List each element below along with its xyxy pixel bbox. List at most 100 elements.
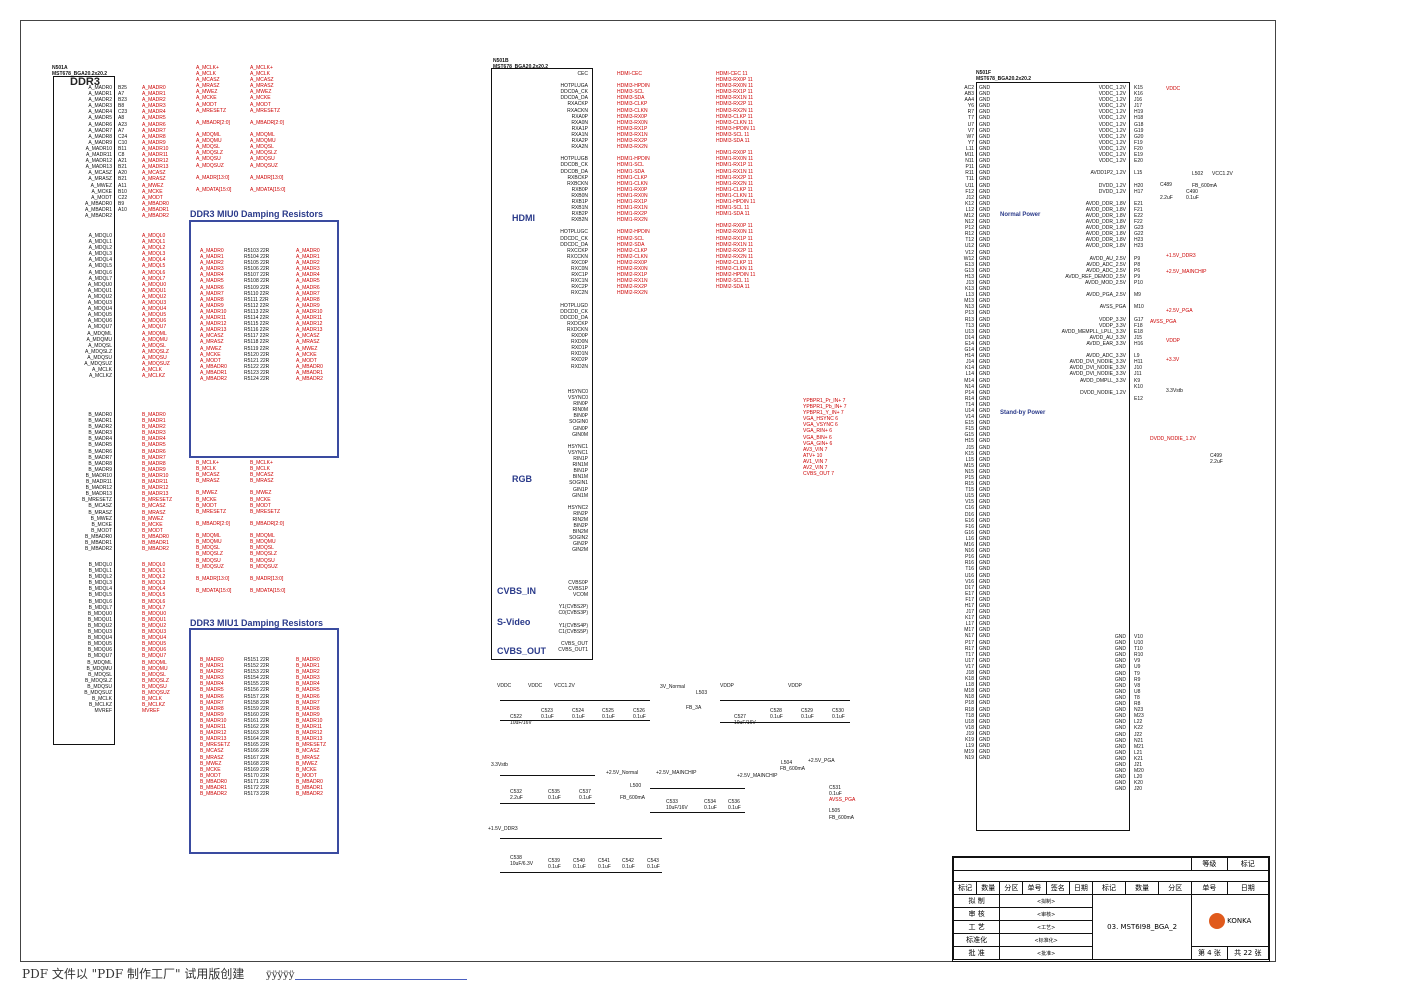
net-label: A_MADR8: [142, 133, 166, 140]
pin-label: SOGIN0: [569, 419, 588, 426]
section-hdmi: HDMI: [512, 213, 535, 223]
gnd-pin: GND: [979, 371, 991, 378]
ball-label: B25: [118, 85, 127, 91]
net-label: A_MBADR2: [296, 375, 323, 382]
ball-label: L14: [965, 371, 974, 378]
net-label: B_MDQMU: [250, 539, 276, 546]
net-label: A_MADR7: [296, 290, 320, 297]
ball-label: H17: [964, 602, 974, 609]
gnd-pin: GND: [979, 700, 991, 707]
pin-label: A_MADR8: [88, 133, 112, 140]
pin-label: RXACKP: [567, 101, 588, 108]
net-label: B_MADR11: [200, 724, 227, 731]
gnd-pin: GND: [979, 231, 991, 238]
cap-c536: C536: [728, 799, 740, 805]
decap-vddc2-label: VDDC: [528, 683, 543, 689]
net-label: A_MADR9: [200, 302, 224, 309]
net-label: B_MDQU4: [142, 635, 167, 642]
pin-label: DDCDB_DA: [560, 168, 588, 175]
ball-label: G16: [964, 529, 974, 536]
pin-label: BIN1M: [572, 474, 588, 481]
gnd-pin: GND: [979, 164, 991, 171]
ball-label: M11: [964, 152, 974, 159]
net-label: B_MADR3: [296, 675, 320, 682]
net-label: A_MCLK: [196, 71, 217, 78]
resistor-label: R5152 22R: [244, 663, 270, 670]
pin-label: VDDC_1.2V: [1098, 127, 1126, 134]
net-label: A_MDQU4: [142, 306, 167, 313]
net-label: B_MDQML: [250, 533, 275, 540]
ball-label: V17: [965, 663, 974, 670]
net-label: HDMI1-SCL 11: [716, 205, 750, 212]
net-label: B_MADR4: [142, 436, 166, 443]
ball-label: H16: [1134, 340, 1144, 347]
pin-label: A_MADR0: [88, 85, 112, 91]
net-label: A_MADR4: [142, 109, 166, 116]
resistor-label: R5109 22R: [244, 284, 270, 291]
gnd-pin: GND: [979, 359, 991, 366]
pin-label: C0(CVBS3P): [558, 610, 588, 617]
resistor-label: R5120 22R: [244, 351, 270, 358]
pin-label: RIN1M: [572, 462, 588, 469]
pin-label: VDDP_3.3V: [1099, 322, 1126, 329]
pin-label: VDDC_1.2V: [1098, 109, 1126, 116]
net-label: A_MADR5: [142, 115, 166, 122]
gnd-pin: GND: [1114, 652, 1126, 659]
ball-label: G17: [1134, 316, 1144, 323]
gnd-pin: GND: [979, 255, 991, 262]
net-label: B_MDQU3: [142, 629, 167, 636]
net-label: A_MODT: [196, 101, 217, 108]
ball-label: K10: [1134, 383, 1143, 390]
net-label: HDMI3-RX2N: [617, 144, 648, 151]
pin-label: AVDD_DDR_1.8V: [1085, 243, 1126, 250]
gnd-pin: GND: [1114, 707, 1126, 714]
tb-v2: <审核>: [999, 907, 1093, 921]
net-label: B_MWEZ: [200, 760, 222, 767]
net-label: CVBS_OUT 7: [803, 471, 835, 478]
gnd-pin: GND: [979, 481, 991, 488]
footer-link[interactable]: ÿÿÿÿÿ: [266, 970, 295, 981]
section-rgb: RGB: [512, 474, 532, 484]
net-label: B_MWEZ: [250, 490, 272, 497]
net-label: A_MBADR1: [142, 206, 169, 213]
net-label: B_MADR10: [142, 472, 169, 479]
inductor-l503-val: FB_3A: [686, 705, 702, 711]
ball-label: F20: [1134, 145, 1143, 152]
resistor-label: R5173 22R: [244, 791, 270, 798]
pin-label: VDDC_1.2V: [1098, 133, 1126, 140]
net-label: A_MADR10: [296, 308, 323, 315]
ball-label: P12: [965, 225, 974, 232]
pin-label: B_MADR11: [85, 479, 112, 486]
ball-label: L13: [965, 292, 974, 299]
gnd-pin: GND: [979, 334, 991, 341]
net-label: B_MDQL5: [142, 592, 166, 599]
gnd-pin: GND: [979, 529, 991, 536]
net-label: HDMI2-RX1P: [617, 272, 648, 279]
schematic-sheet: [20, 20, 1276, 962]
pin-label: A_MDQSLZ: [85, 348, 112, 355]
net-label: B_MBADR2: [200, 791, 227, 798]
gnd-pin: GND: [979, 237, 991, 244]
decap-3v3stb: 3.3Vstb: [491, 762, 508, 768]
net-label: A_MADR13: [296, 327, 323, 334]
net-label: HDMI2-CLKP 11: [716, 259, 753, 266]
gnd-pin: GND: [979, 170, 991, 177]
pin-label: B_MCKE: [91, 521, 112, 528]
pin-label: B_MADR0: [88, 412, 112, 418]
net-l502: L502: [1192, 171, 1204, 177]
ball-label: G23: [1134, 225, 1144, 232]
ball-label: C10: [118, 139, 128, 146]
pin-label: AVDD_MEMPLL_LPLL_3.3V: [1061, 328, 1126, 335]
cap-c539: C539: [548, 858, 560, 864]
ball-label: C22: [118, 194, 128, 201]
net-label: B_MADR7: [200, 699, 224, 706]
pin-label: B_MDQU7: [87, 653, 112, 660]
pin-label: B_MCASZ: [88, 503, 112, 510]
cap-c528-val: 0.1uF: [770, 714, 783, 720]
net-label: A_MADR6: [200, 284, 224, 291]
gnd-pin: GND: [979, 243, 991, 250]
ball-label: A7: [118, 91, 125, 98]
net-label: B_MADR4: [200, 681, 224, 688]
